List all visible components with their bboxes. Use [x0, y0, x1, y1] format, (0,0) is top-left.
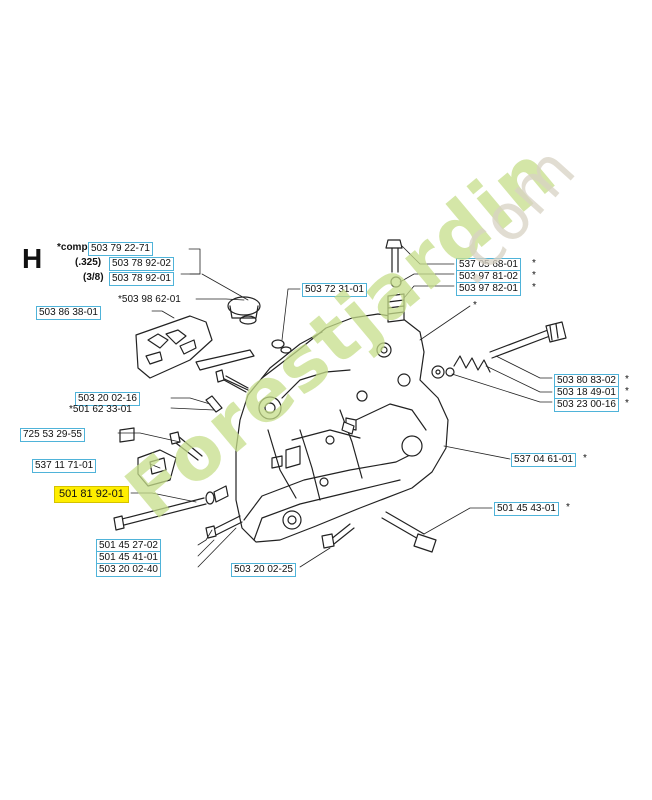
asterisk-mark: * — [625, 398, 629, 409]
small-nuts — [271, 339, 292, 354]
leader-lines — [117, 245, 553, 568]
pitch-38-label: (3/8) — [83, 272, 104, 283]
bolt-right-small — [341, 421, 355, 435]
part-label-537-04-61-01[interactable]: 537 04 61-01 — [511, 453, 576, 467]
asterisk-mark: * — [532, 270, 536, 281]
part-label-503-20-02-16[interactable]: 503 20 02-16 — [75, 392, 140, 406]
screw-bottom — [321, 523, 355, 549]
asterisk-mark: * — [473, 300, 477, 311]
asterisk-mark: * — [532, 258, 536, 269]
asterisk-mark: * — [625, 386, 629, 397]
sprocket-plate — [135, 315, 213, 379]
tensioner-block — [137, 449, 177, 487]
guide-strip — [195, 349, 255, 371]
part-label-501-81-92-01-highlighted[interactable]: 501 81 92-01 — [54, 486, 129, 503]
part-label-503-20-02-25[interactable]: 503 20 02-25 — [231, 563, 296, 577]
asterisk-mark: * — [566, 502, 570, 513]
part-label-537-11-71-01[interactable]: 537 11 71-01 — [32, 459, 97, 473]
part-label-501-62-33-01[interactable]: *501 62 33-01 — [69, 404, 132, 415]
compl-prefix: *compl — [57, 242, 91, 253]
part-number-text: 537 05 68-01 — [459, 259, 518, 270]
pitch-325-part-link[interactable]: 503 78 92-02 — [109, 257, 174, 271]
part-label-503-72-31-01[interactable]: 503 72 31-01 — [302, 283, 367, 297]
adjuster-screw-top — [385, 239, 405, 323]
asterisk-mark: * — [532, 282, 536, 293]
screw-bottom-left — [205, 515, 243, 539]
section-letter: H — [22, 243, 43, 274]
part-label-503-23-00-16[interactable]: 503 23 00-16 — [554, 398, 619, 412]
plug-cap — [227, 296, 261, 325]
asterisk-mark: * — [583, 453, 587, 464]
part-label-503-98-62-01[interactable]: *503 98 62-01 — [118, 294, 181, 305]
pitch-38-part-link[interactable]: 503 78 92-01 — [109, 272, 174, 286]
pitch-325-label: (.325) — [75, 257, 102, 268]
adjuster-spring — [431, 355, 491, 379]
part-label-503-97-82-01[interactable]: 503 97 82-01 — [456, 282, 521, 296]
part-label-725-53-29-55[interactable]: 725 53 29-55 — [20, 428, 85, 442]
compl-part-link[interactable]: 503 79 22-71 — [88, 242, 153, 256]
part-label-501-45-43-01[interactable]: 501 45 43-01 — [494, 502, 559, 516]
adjuster-rod — [489, 321, 567, 359]
tension-screw — [113, 485, 229, 531]
pin — [205, 395, 223, 413]
chain-catcher-bolt — [381, 511, 437, 553]
asterisk-mark: * — [625, 374, 629, 385]
part-label-503-86-38-01[interactable]: 503 86 38-01 — [36, 306, 101, 320]
screw-left — [215, 369, 249, 393]
part-label-503-20-02-40[interactable]: 503 20 02-40 — [96, 563, 161, 577]
